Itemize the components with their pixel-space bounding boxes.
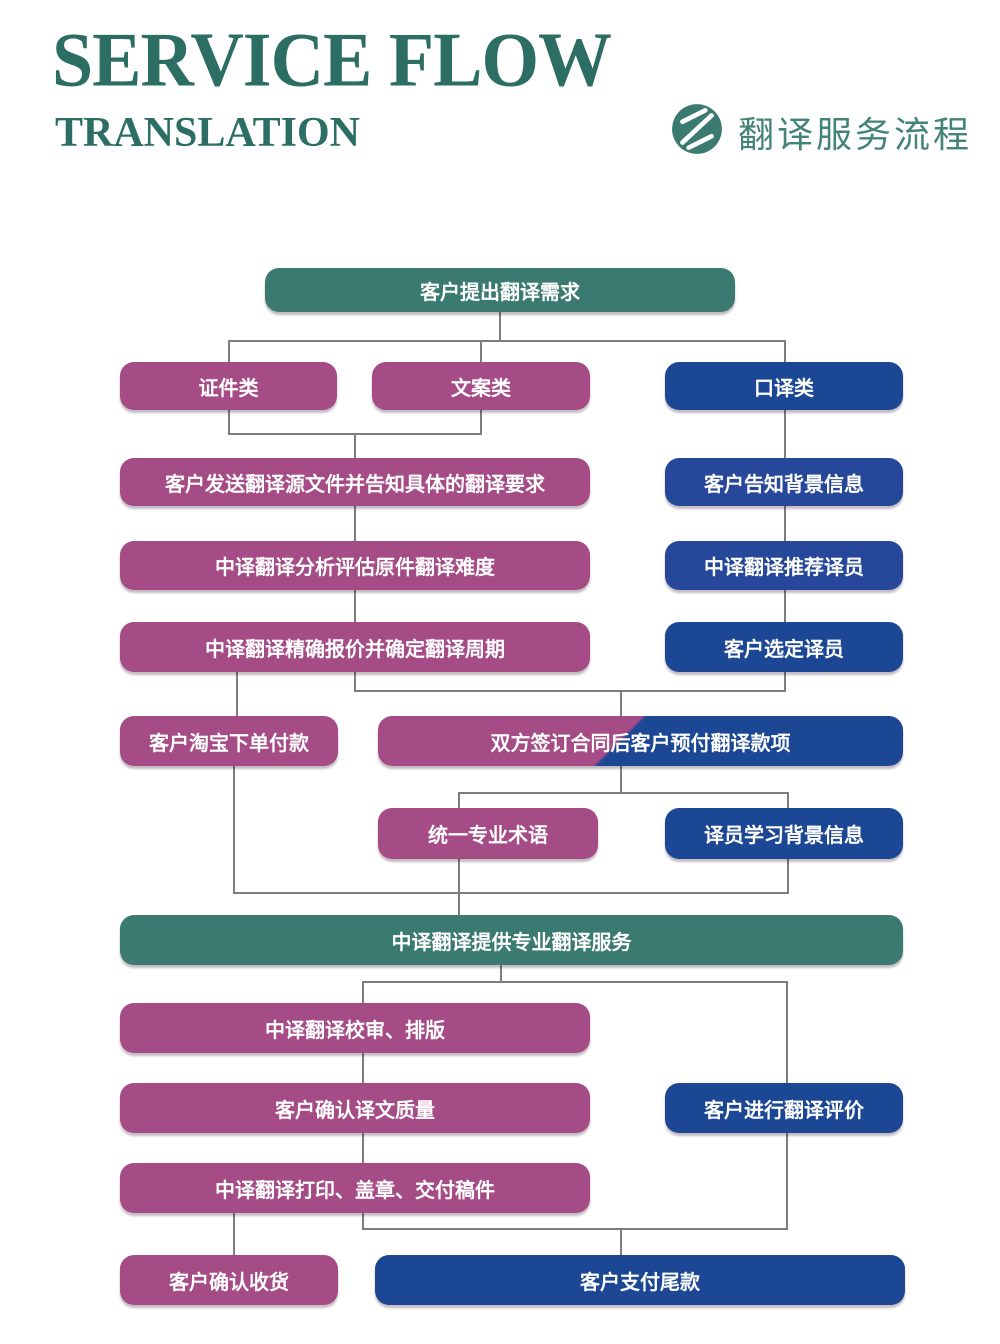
connector-line [620, 1228, 622, 1255]
header-right: 翻译服务流程 [670, 102, 972, 161]
connector-line [362, 1053, 364, 1083]
connector-line [362, 981, 788, 983]
node-label: 双方签订合同后客户预付翻译款项 [490, 732, 791, 755]
connector-line [228, 340, 786, 342]
connector-line [458, 892, 460, 915]
connector-line [458, 792, 789, 794]
connector-line [499, 312, 501, 340]
node-sign-contract-prepay: 双方签订合同后客户预付翻译款项 [378, 716, 903, 766]
node-assess-difficulty: 中译翻译分析评估原件翻译难度 [120, 541, 590, 590]
connector-line [233, 766, 235, 894]
zhongyi-logo-icon [670, 102, 724, 161]
connector-line [354, 690, 786, 692]
node-copywriting: 文案类 [372, 362, 590, 410]
node-send-source-files: 客户发送翻译源文件并告知具体的翻译要求 [120, 458, 590, 506]
node-proofread-typeset: 中译翻译校审、排版 [120, 1003, 590, 1053]
connector-line [480, 340, 482, 362]
node-print-stamp-deliver: 中译翻译打印、盖章、交付稿件 [120, 1163, 590, 1213]
node-label: 中译翻译提供专业翻译服务 [391, 931, 632, 954]
node-quote-and-schedule: 中译翻译精确报价并确定翻译周期 [120, 622, 590, 672]
connector-line [787, 792, 789, 808]
page-subtitle: TRANSLATION [55, 110, 360, 156]
connector-line [784, 340, 786, 362]
node-label: 客户支付尾款 [580, 1271, 700, 1294]
node-interpreter-study-background: 译员学习背景信息 [665, 808, 903, 859]
node-label: 中译翻译推荐译员 [704, 557, 864, 579]
connector-line [362, 1213, 364, 1230]
connector-line [784, 506, 786, 541]
node-label: 客户确认译文质量 [275, 1099, 435, 1122]
connector-line [786, 1133, 788, 1230]
connector-line [354, 506, 356, 541]
connector-line [228, 410, 230, 434]
page-title: SERVICE FLOW [52, 17, 612, 104]
node-label: 口译类 [754, 377, 814, 400]
node-label: 客户进行翻译评价 [704, 1099, 864, 1122]
node-confirm-quality: 客户确认译文质量 [120, 1083, 590, 1133]
connector-line [458, 859, 460, 894]
node-unify-terminology: 统一专业术语 [378, 808, 598, 859]
node-label: 客户发送翻译源文件并告知具体的翻译要求 [165, 473, 545, 496]
node-label: 中译翻译打印、盖章、交付稿件 [215, 1179, 495, 1202]
connector-line [787, 859, 789, 894]
connector-line [786, 981, 788, 1083]
connector-line [354, 433, 356, 458]
node-label: 客户确认收货 [169, 1271, 289, 1294]
node-label: 译员学习背景信息 [704, 825, 864, 847]
cn-title: 翻译服务流程 [737, 113, 972, 155]
node-label: 客户提出翻译需求 [420, 281, 580, 304]
node-label: 统一专业术语 [428, 825, 548, 847]
connector-line [362, 981, 364, 1003]
node-interpreting: 口译类 [665, 362, 903, 410]
node-label: 客户淘宝下单付款 [149, 732, 309, 755]
node-label: 证件类 [198, 377, 259, 400]
connector-line [362, 1133, 364, 1163]
node-label: 中译翻译精确报价并确定翻译周期 [205, 638, 505, 661]
node-label: 中译翻译校审、排版 [265, 1019, 445, 1042]
node-recommend-interpreter: 中译翻译推荐译员 [665, 541, 903, 590]
node-label: 客户选定译员 [724, 638, 844, 661]
node-inform-background: 客户告知背景信息 [665, 458, 903, 506]
connector-line [784, 590, 786, 622]
connector-line [233, 892, 789, 894]
connector-line [228, 340, 230, 362]
node-confirm-receipt: 客户确认收货 [120, 1255, 338, 1305]
connector-line [458, 792, 460, 808]
node-label: 中译翻译分析评估原件翻译难度 [215, 557, 495, 579]
node-customer-request: 客户提出翻译需求 [265, 268, 735, 312]
connector-line [620, 690, 622, 716]
connector-line [500, 965, 502, 983]
connector-line [784, 672, 786, 692]
connector-line [362, 1228, 788, 1230]
node-provide-translation-service: 中译翻译提供专业翻译服务 [120, 915, 903, 965]
node-certificates: 证件类 [120, 362, 337, 410]
connector-line [784, 410, 786, 458]
connector-line [236, 672, 238, 716]
node-pay-balance: 客户支付尾款 [375, 1255, 905, 1305]
connector-line [480, 410, 482, 434]
node-select-interpreter: 客户选定译员 [665, 622, 903, 672]
node-review-evaluation: 客户进行翻译评价 [665, 1083, 903, 1133]
connector-line [354, 672, 356, 692]
node-label: 文案类 [451, 377, 511, 400]
connector-line [233, 1213, 235, 1255]
connector-line [620, 766, 622, 794]
connector-line [354, 590, 356, 622]
node-label: 客户告知背景信息 [704, 473, 864, 496]
node-taobao-payment: 客户淘宝下单付款 [120, 716, 338, 766]
